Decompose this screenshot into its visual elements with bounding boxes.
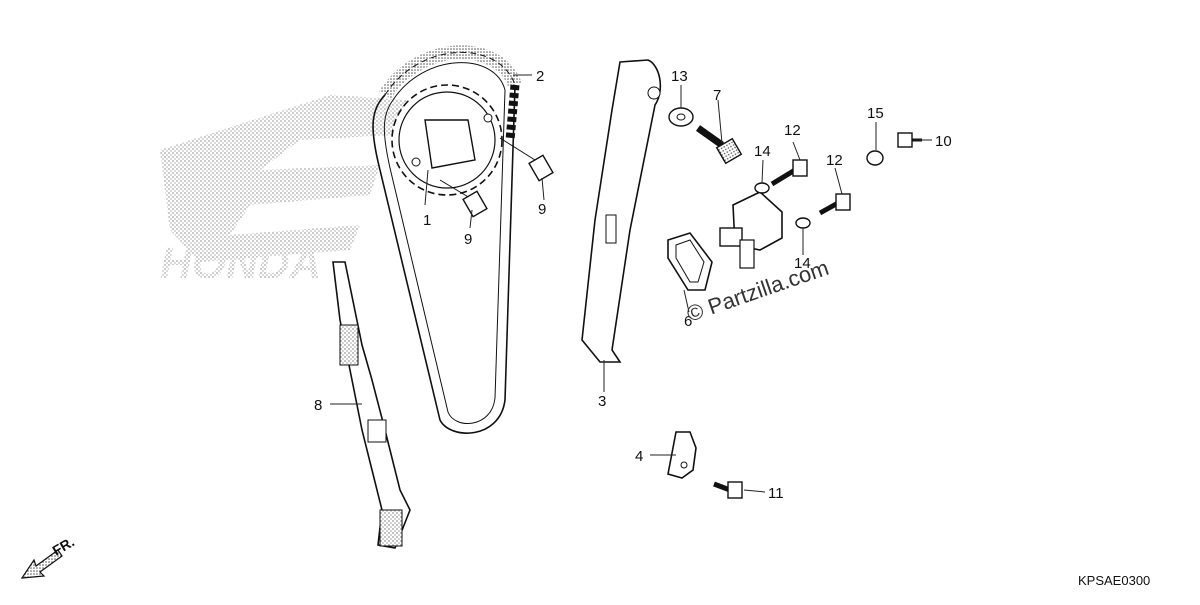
callout-8: 8 xyxy=(314,397,322,414)
sealing-washer xyxy=(754,182,770,194)
bracket xyxy=(667,431,697,479)
callout-13: 13 xyxy=(671,68,688,85)
callout-9-b: 9 xyxy=(538,201,546,218)
callout-15: 15 xyxy=(867,105,884,122)
callout-12-a: 12 xyxy=(784,122,801,139)
sealing-washer-small xyxy=(866,150,884,166)
callout-11: 11 xyxy=(768,485,784,502)
callout-9-a: 9 xyxy=(464,231,472,248)
honda-logo-text: HONDA xyxy=(160,239,321,288)
sprocket-bolt xyxy=(499,137,554,182)
bracket-bolt xyxy=(713,481,743,499)
pivot-washer xyxy=(668,107,694,127)
sealing-washer xyxy=(795,217,811,229)
callout-14-b: 14 xyxy=(794,255,811,272)
tensioner-gasket xyxy=(667,232,713,291)
cam-chain-guide xyxy=(332,261,411,549)
callout-labels: 1 2 3 4 6 7 8 9 9 10 11 12 12 13 14 14 1… xyxy=(314,68,952,502)
cam-chain xyxy=(372,45,522,434)
leader-lines xyxy=(330,74,932,493)
callout-3: 3 xyxy=(598,393,606,410)
cam-sprocket xyxy=(391,84,503,196)
callout-7: 7 xyxy=(713,87,721,104)
callout-10: 10 xyxy=(935,133,952,150)
honda-wing-logo: HONDA xyxy=(160,95,410,288)
front-direction-arrow: FR. xyxy=(20,533,77,579)
pivot-bolt xyxy=(695,125,743,165)
tensioner-lifter xyxy=(719,191,783,269)
tensioner-slipper xyxy=(581,59,662,363)
tensioner-bolt xyxy=(818,193,851,216)
callout-1: 1 xyxy=(423,212,431,229)
callout-6: 6 xyxy=(684,313,692,330)
diagram-code: KPSAE0300 xyxy=(1078,573,1150,588)
callout-12-b: 12 xyxy=(826,152,843,169)
callout-14-a: 14 xyxy=(754,143,771,160)
callout-4: 4 xyxy=(635,448,643,465)
tensioner-bolt xyxy=(770,159,808,187)
sprocket-bolt xyxy=(439,179,488,218)
callout-2: 2 xyxy=(536,68,544,85)
